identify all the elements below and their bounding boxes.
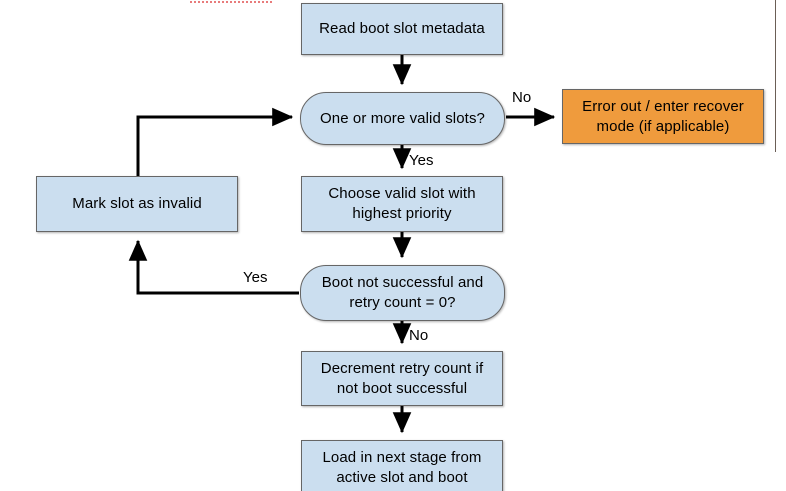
node-label: Error out / enter recover mode (if appli…: [582, 97, 744, 135]
right-edge-rule: [775, 0, 776, 152]
node-label: Choose valid slot with highest priority: [328, 185, 476, 222]
node-error-out-enter-recover-mode[interactable]: Error out / enter recover mode (if appli…: [562, 89, 764, 144]
node-boot-not-successful-retry-zero[interactable]: Boot not successful and retry count = 0?: [300, 265, 505, 321]
node-label: One or more valid slots?: [320, 109, 485, 127]
node-label: Mark slot as invalid: [72, 195, 202, 212]
node-label: Boot not successful and retry count = 0?: [321, 274, 484, 311]
node-label: Read boot slot metadata: [319, 20, 485, 37]
edge-label-yes-valid-slots: Yes: [409, 152, 434, 169]
node-read-boot-slot-metadata[interactable]: Read boot slot metadata: [301, 3, 503, 55]
node-one-or-more-valid-slots[interactable]: One or more valid slots?: [300, 92, 505, 145]
edge-mark-invalid-to-valid-check: [136, 107, 294, 176]
node-label: Decrement retry count if not boot succes…: [320, 359, 484, 397]
edge-label-no-valid-slots: No: [512, 89, 532, 106]
node-load-next-stage-active-slot[interactable]: Load in next stage from active slot and …: [301, 440, 503, 491]
node-choose-valid-slot-highest-priority[interactable]: Choose valid slot with highest priority: [301, 176, 503, 232]
edge-label-yes-retry-exhausted: Yes: [243, 269, 268, 286]
node-decrement-retry-count[interactable]: Decrement retry count if not boot succes…: [301, 351, 503, 406]
red-dotted-marker: [190, 1, 272, 3]
node-label: Load in next stage from active slot and …: [322, 449, 482, 486]
edge-label-no-retry-remaining: No: [409, 327, 429, 344]
node-mark-slot-as-invalid[interactable]: Mark slot as invalid: [36, 176, 238, 232]
edge-boot-check-to-mark-invalid: [128, 239, 299, 295]
